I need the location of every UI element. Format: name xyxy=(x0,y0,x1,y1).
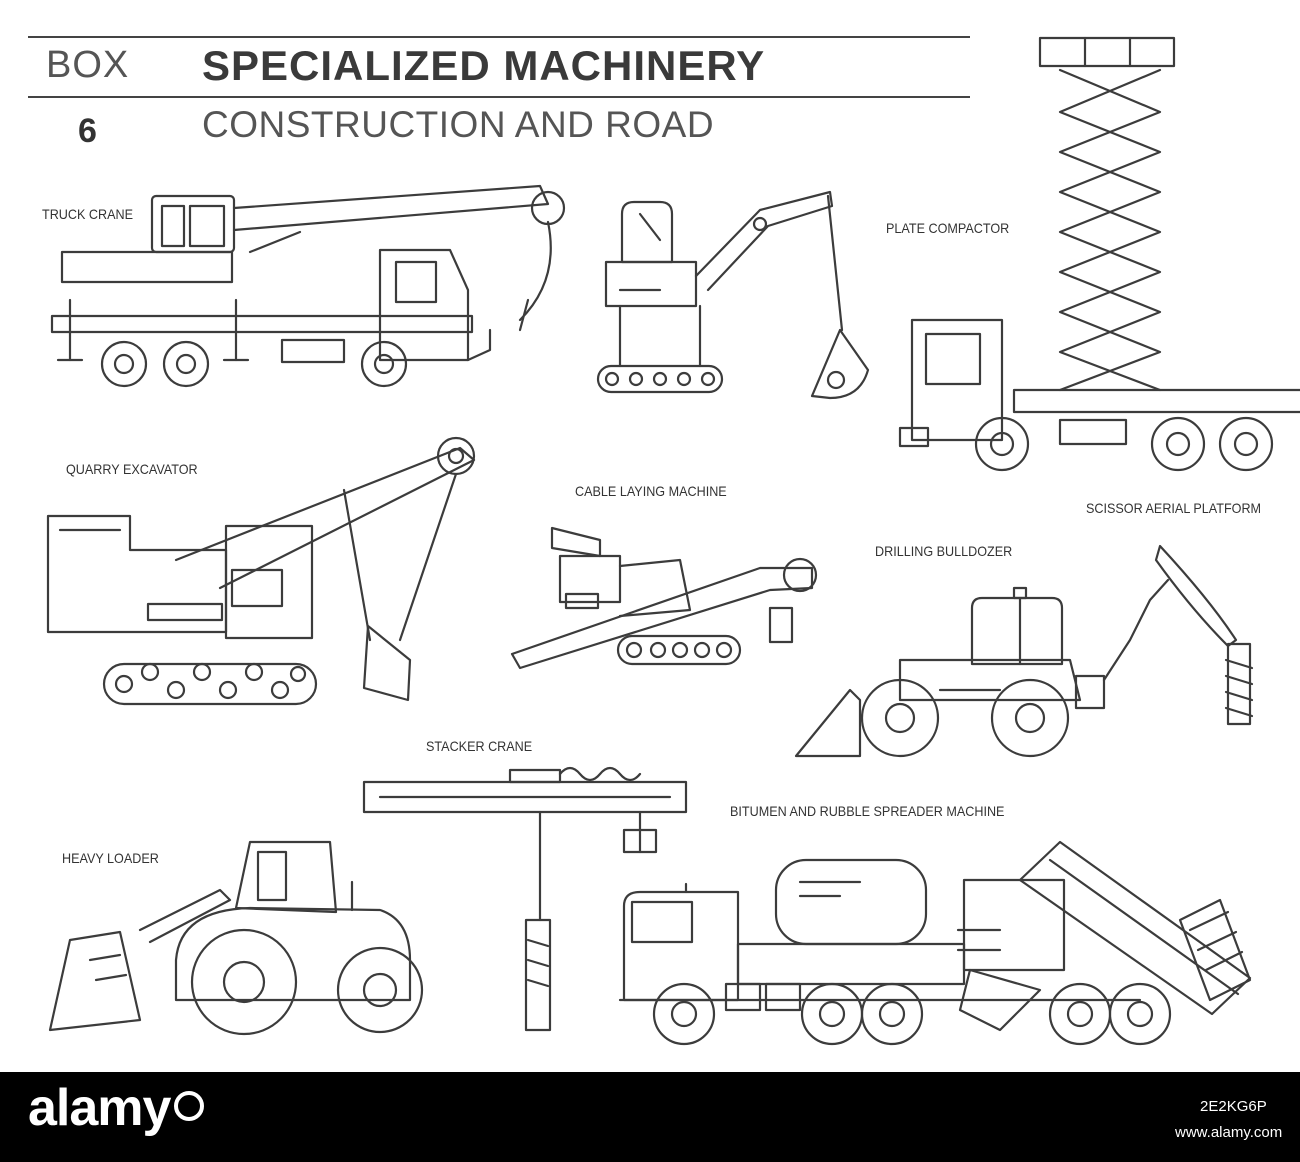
brand-ring-icon xyxy=(174,1091,205,1121)
mini-excavator-drawing xyxy=(596,190,870,400)
stacker-crane-drawing xyxy=(362,766,688,1032)
credit-url[interactable]: www.alamy.com xyxy=(1175,1124,1283,1141)
drilling-bulldozer-drawing xyxy=(794,544,1254,758)
cable-laying-drawing xyxy=(510,526,818,670)
page-title: SPECIALIZED MACHINERY xyxy=(202,42,766,89)
bitumen-spreader-drawing xyxy=(618,840,1252,1046)
truck-crane-drawing xyxy=(50,184,566,388)
label-cable-laying-machine: CABLE LAYING MACHINE xyxy=(575,483,727,499)
label-scissor-aerial-platform: SCISSOR AERIAL PLATFORM xyxy=(1086,500,1262,516)
label-quarry-excavator: QUARRY EXCAVATOR xyxy=(66,461,198,477)
box-label: BOX xyxy=(46,44,130,86)
brand-logo: alamy xyxy=(28,1078,205,1138)
machinery-drawings xyxy=(46,36,1300,1046)
label-drilling-bulldozer: DRILLING BULLDOZER xyxy=(875,543,1013,559)
page-subtitle: CONSTRUCTION AND ROAD xyxy=(202,104,715,145)
illustration-canvas: BOX 6 SPECIALIZED MACHINERY CONSTRUCTION… xyxy=(28,36,1300,1046)
label-plate-compactor: PLATE COMPACTOR xyxy=(886,220,1010,236)
scissor-lift-drawing xyxy=(898,36,1300,472)
label-truck-crane: TRUCK CRANE xyxy=(42,206,134,222)
label-heavy-loader: HEAVY LOADER xyxy=(62,850,159,866)
heavy-loader-drawing xyxy=(48,840,424,1036)
header-bottom-rule xyxy=(28,96,970,98)
header-top-rule xyxy=(28,36,970,38)
brand-name: alamy xyxy=(28,1079,171,1137)
label-stacker-crane: STACKER CRANE xyxy=(426,738,533,754)
image-id: 2E2KG6P xyxy=(1200,1098,1267,1115)
box-number: 6 xyxy=(78,112,97,150)
footer-bar xyxy=(0,1072,1300,1162)
label-bitumen-spreader: BITUMEN AND RUBBLE SPREADER MACHINE xyxy=(730,803,1005,819)
quarry-excavator-drawing xyxy=(46,436,476,706)
